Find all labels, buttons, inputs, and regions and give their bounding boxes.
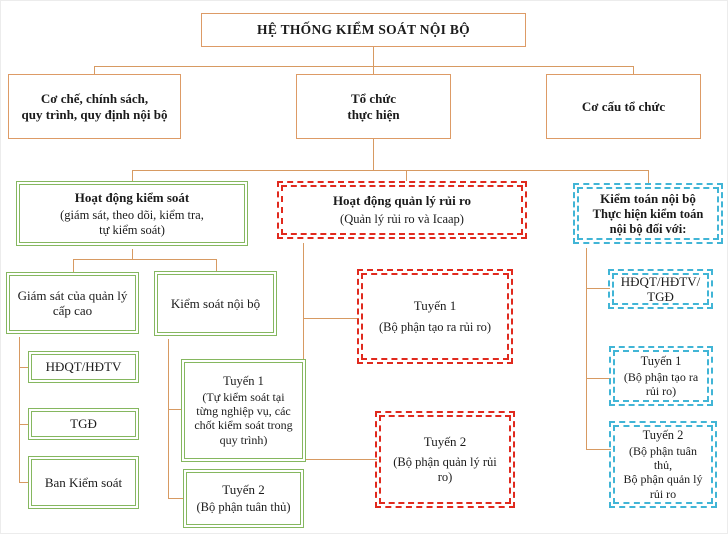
connector-implementation-down xyxy=(373,139,374,170)
node-hdqt-hdtv: HĐQT/HĐTV xyxy=(31,354,136,380)
risk-management-subtitle: (Quản lý rủi ro và Icaap) xyxy=(340,211,464,226)
risk-tuyen2-title: Tuyến 2 xyxy=(423,434,467,450)
node-audit-tuyen2: Tuyến 2 (Bộ phận tuân thủ, Bộ phận quản … xyxy=(609,421,717,508)
node-implementation: Tổ chức thực hiện xyxy=(296,74,451,139)
root-label: HỆ THỐNG KIỂM SOÁT NỘI BỘ xyxy=(257,22,470,38)
connector-risk-tree xyxy=(303,243,304,459)
connector-risk-tuyen1-branch xyxy=(303,318,359,319)
connector-tgd-branch xyxy=(19,424,31,425)
node-control-tuyen1: Tuyến 1 (Tự kiểm soát tại từng nghiệp vụ… xyxy=(184,362,303,459)
mechanism-label: Cơ chế, chính sách, quy trình, quy định … xyxy=(21,91,168,122)
node-control-tuyen2: Tuyến 2 (Bộ phận tuân thủ) xyxy=(186,472,301,525)
internal-audit-title: Kiểm toán nội bộ xyxy=(600,190,696,206)
risk-tuyen1-title: Tuyến 1 xyxy=(413,298,457,314)
root-node: HỆ THỐNG KIỂM SOÁT NỘI BỘ xyxy=(201,13,526,47)
tgd-label: TGĐ xyxy=(70,416,97,432)
ban-kiem-soat-label: Ban Kiểm soát xyxy=(44,474,123,490)
node-risk-tuyen1: Tuyến 1 (Bộ phận tạo ra rủi ro) xyxy=(357,269,513,364)
connector-level3-mid-stub xyxy=(406,170,407,181)
node-control-activities: Hoạt động kiểm soát (giám sát, theo dõi,… xyxy=(19,184,245,243)
connector-level2-right-stub xyxy=(633,66,634,74)
connector-supervision-tree xyxy=(19,337,20,482)
node-senior-supervision: Giám sát của quản lý cấp cao xyxy=(9,275,136,331)
internal-audit-subtitle: Thực hiện kiểm toán nội bộ đối với: xyxy=(592,206,704,236)
connector-level3-left-stub xyxy=(132,170,133,181)
risk-tuyen1-subtitle: (Bộ phận tạo ra rủi ro) xyxy=(378,319,492,334)
connector-level3-right-stub xyxy=(648,170,649,183)
node-risk-management: Hoạt động quản lý rủi ro (Quản lý rủi ro… xyxy=(277,181,527,239)
node-org-structure: Cơ cấu tổ chức xyxy=(546,74,701,139)
control-activities-title: Hoạt động kiểm soát xyxy=(74,189,190,205)
connector-hdqt-branch xyxy=(19,367,31,368)
node-audit-hdqt: HĐQT/HĐTV/ TGĐ xyxy=(608,269,713,309)
control-tuyen2-subtitle: (Bộ phận tuân thủ) xyxy=(196,500,291,515)
connector-audit-hdqt-branch xyxy=(586,288,610,289)
connector-control-left-stub xyxy=(73,259,74,272)
implementation-label: Tổ chức thực hiện xyxy=(347,91,400,122)
audit-tuyen2-subtitle: (Bộ phận tuân thủ, Bộ phận quản lý rủi r… xyxy=(623,444,703,501)
node-audit-tuyen1: Tuyến 1 (Bộ phận tạo ra rủi ro) xyxy=(609,346,713,406)
connector-level2-left-stub xyxy=(94,66,95,74)
node-ban-kiem-soat: Ban Kiểm soát xyxy=(31,459,136,506)
risk-management-title: Hoạt động quản lý rủi ro xyxy=(332,193,472,209)
audit-tuyen1-subtitle: (Bộ phận tạo ra rủi ro) xyxy=(623,369,699,398)
audit-tuyen2-title: Tuyến 2 xyxy=(642,428,684,443)
audit-tuyen1-title: Tuyến 1 xyxy=(640,353,682,368)
connector-level3-horizontal xyxy=(132,170,648,171)
connector-control-down xyxy=(132,249,133,259)
node-tgd: TGĐ xyxy=(31,411,136,437)
node-internal-control: Kiểm soát nội bộ xyxy=(157,274,274,333)
connector-audit-tuyen1-branch xyxy=(586,378,611,379)
node-mechanism-policy: Cơ chế, chính sách, quy trình, quy định … xyxy=(8,74,181,139)
connector-root-down xyxy=(373,47,374,74)
connector-audit-tree xyxy=(586,248,587,449)
hdqt-hdtv-label: HĐQT/HĐTV xyxy=(45,359,122,375)
senior-supervision-label: Giám sát của quản lý cấp cao xyxy=(17,287,128,318)
control-activities-subtitle: (giám sát, theo dõi, kiểm tra, tự kiểm s… xyxy=(60,207,204,237)
connector-audit-tuyen2-branch xyxy=(586,449,611,450)
node-internal-audit: Kiểm toán nội bộ Thực hiện kiểm toán nội… xyxy=(573,183,723,244)
connector-bankiemsoat-branch xyxy=(19,482,31,483)
structure-label: Cơ cấu tổ chức xyxy=(581,98,666,114)
node-risk-tuyen2: Tuyến 2 (Bộ phận quản lý rủi ro) xyxy=(375,411,515,508)
connector-control-horizontal xyxy=(73,259,216,260)
internal-control-label: Kiểm soát nội bộ xyxy=(170,295,261,311)
connector-level2-horizontal xyxy=(94,66,633,67)
control-tuyen1-title: Tuyến 1 xyxy=(223,374,264,389)
connector-control-tuyen1-branch xyxy=(168,409,184,410)
risk-tuyen2-subtitle: (Bộ phận quản lý rủi ro) xyxy=(393,455,497,485)
connector-control-tuyen2-branch xyxy=(168,498,186,499)
connector-risk-tuyen2-branch xyxy=(303,459,377,460)
connector-internalcontrol-tree xyxy=(168,339,169,498)
control-tuyen2-title: Tuyến 2 xyxy=(222,481,265,497)
control-tuyen1-subtitle: (Tự kiểm soát tại từng nghiệp vụ, các ch… xyxy=(194,390,293,447)
audit-hdqt-label: HĐQT/HĐTV/ TGĐ xyxy=(620,273,701,304)
connector-control-right-stub xyxy=(216,259,217,271)
